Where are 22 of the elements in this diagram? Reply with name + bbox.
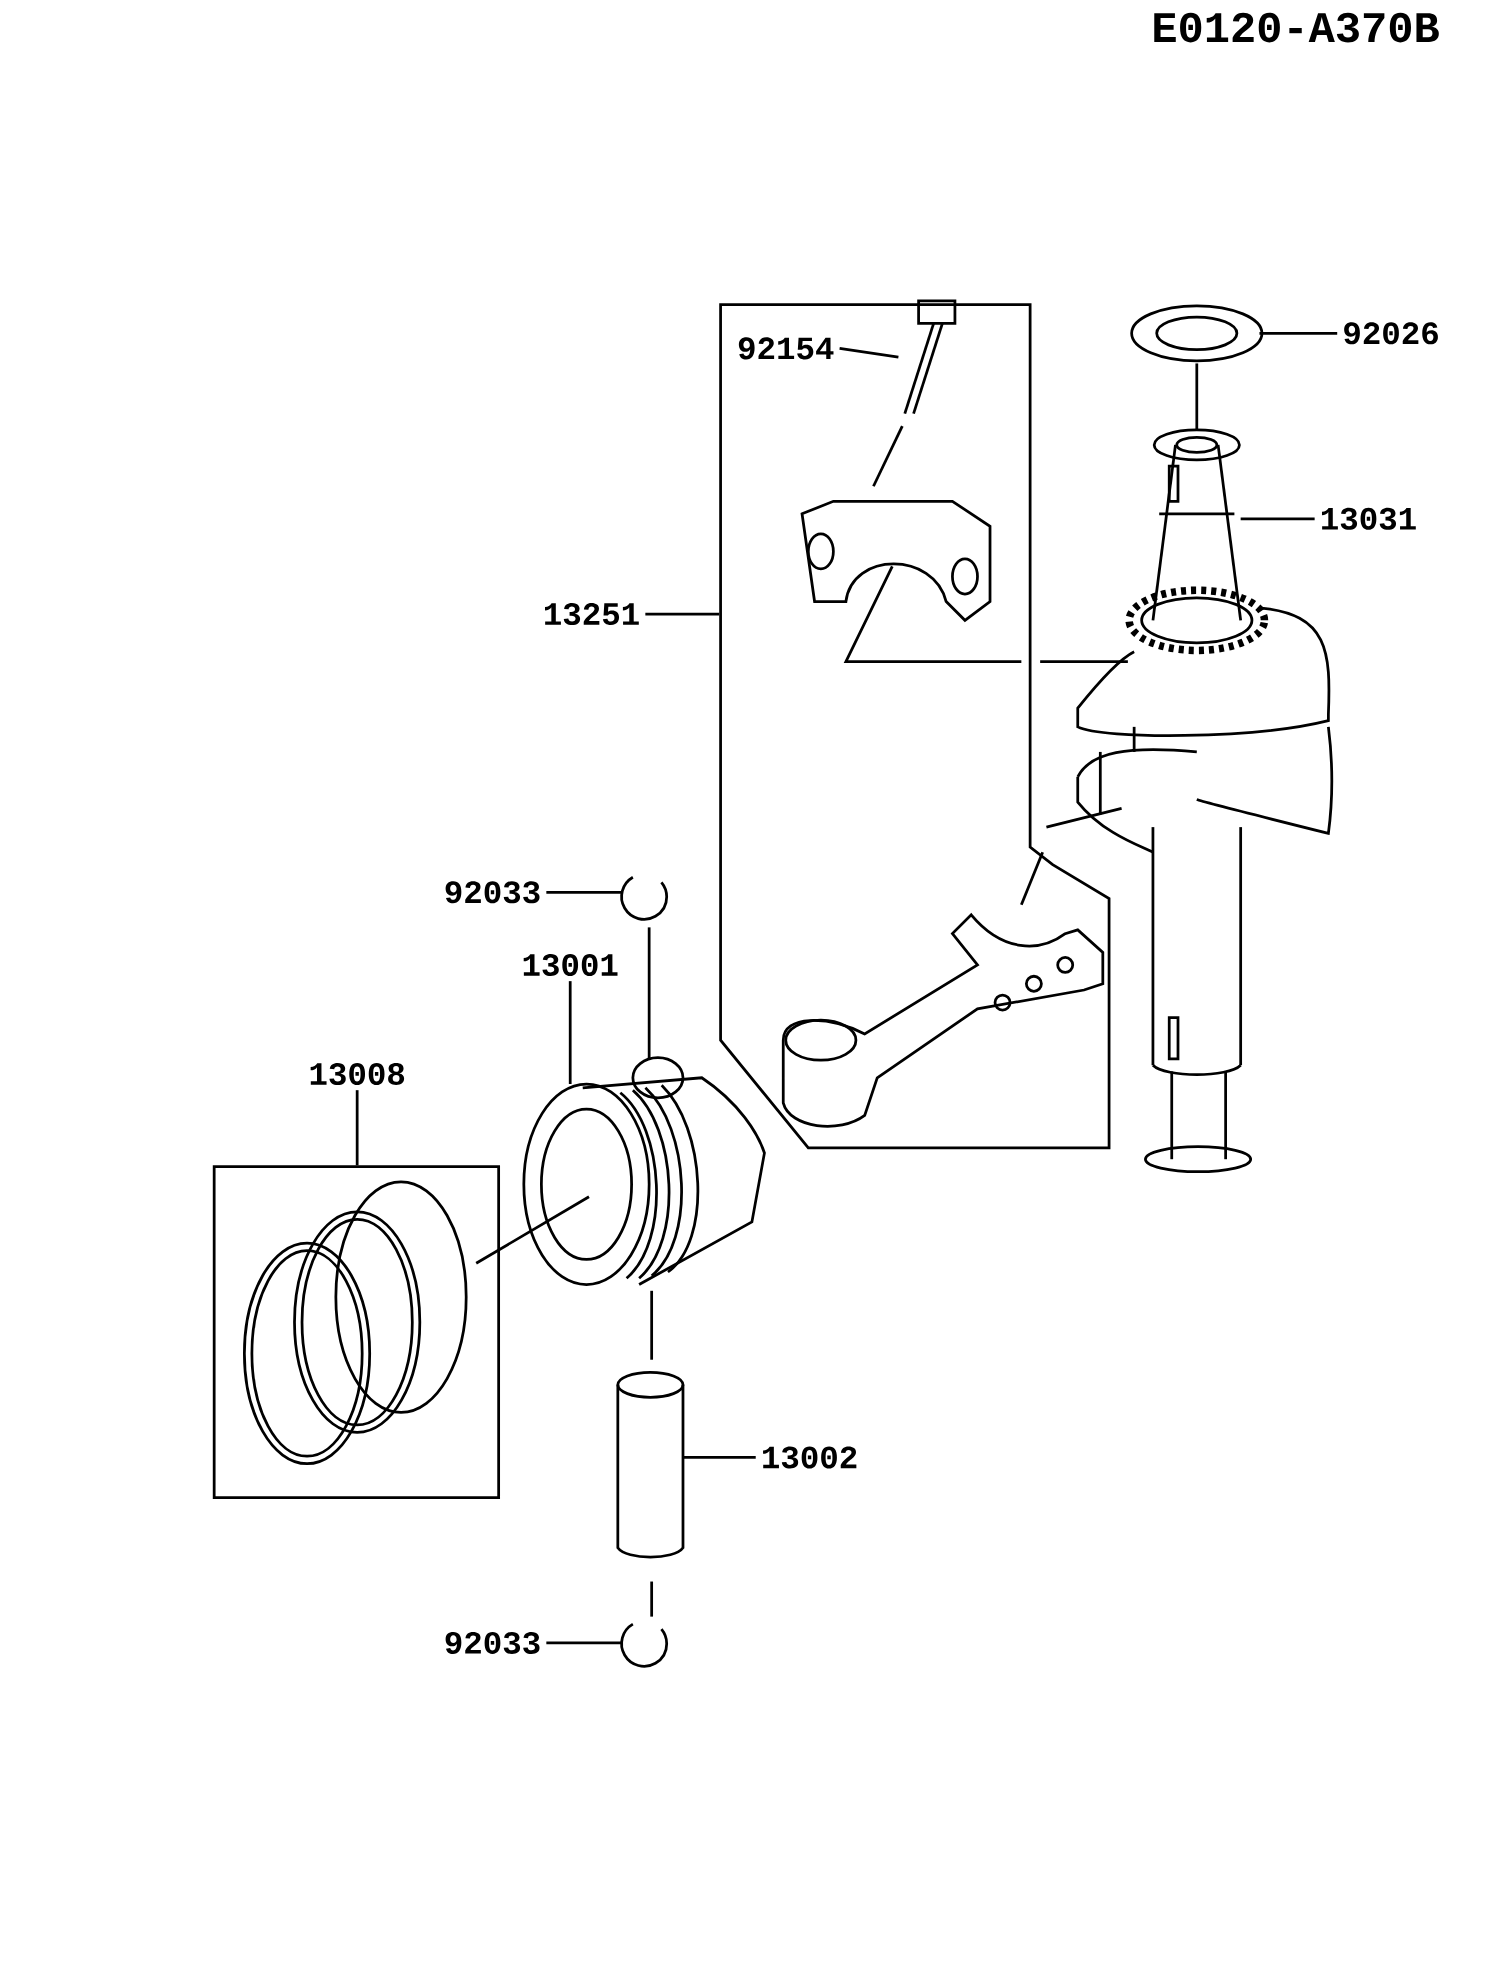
leader-line xyxy=(546,1641,623,1645)
leader-line xyxy=(355,1090,359,1166)
bolt-drawing xyxy=(903,299,957,414)
part-number: 13251 xyxy=(545,603,639,626)
leader-line xyxy=(839,347,899,359)
part-number: 92033 xyxy=(445,881,540,904)
part-number: 13001 xyxy=(523,953,618,976)
part-number: 92154 xyxy=(738,337,834,360)
group-frame xyxy=(212,1165,500,1499)
leader-line xyxy=(1259,332,1338,335)
part-number: 13031 xyxy=(1321,507,1416,530)
group-frame xyxy=(719,303,1111,1150)
leader-line xyxy=(568,981,572,1084)
part-number: 13002 xyxy=(763,1446,857,1469)
diagram-code: E0120-A370B xyxy=(1154,12,1439,43)
leader-line xyxy=(1240,517,1315,521)
part-number: 13008 xyxy=(310,1062,405,1085)
part-number: 92026 xyxy=(1344,322,1438,345)
leader-line xyxy=(682,1456,756,1459)
part-number: 92033 xyxy=(445,1631,540,1654)
leader-line xyxy=(546,890,623,894)
leader-line xyxy=(645,612,720,616)
